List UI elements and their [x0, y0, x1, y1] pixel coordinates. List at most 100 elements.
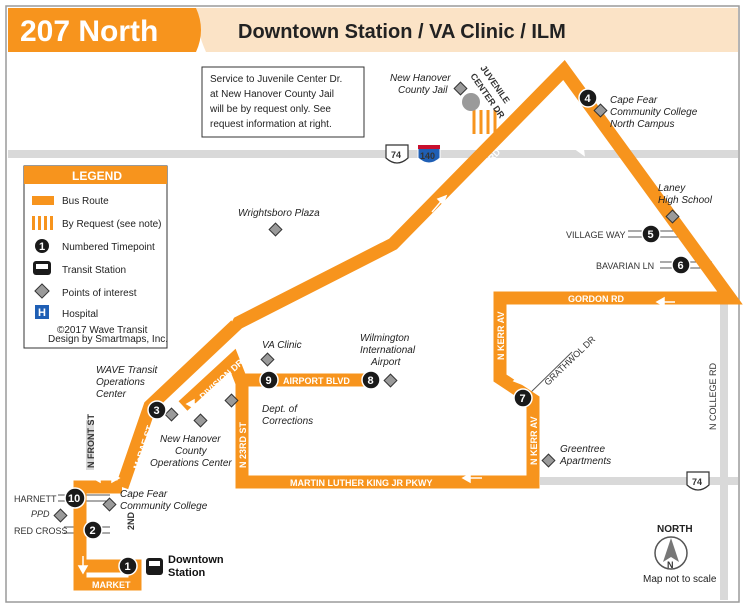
shield-us74-top: 74	[385, 144, 409, 164]
shield-i140-shape	[417, 144, 441, 164]
timepoint-10: 10	[64, 487, 86, 509]
timepoint-4-circle	[578, 88, 598, 108]
arrow-kerr-head	[512, 374, 524, 386]
place-cfcc-north-2: Community College	[610, 107, 698, 118]
legend-bus-icon-window	[36, 264, 48, 269]
poi-wrightsboro-icon	[268, 222, 283, 237]
header-route-bar	[8, 8, 201, 52]
legend-hospital-icon	[35, 305, 49, 319]
legend-title: LEGEND	[72, 169, 122, 183]
timepoint-2: 2	[83, 520, 103, 540]
place-va-clinic: VA Clinic	[262, 340, 302, 351]
compass-arrow-icon	[663, 538, 679, 562]
street-airport-blvd: AIRPORT BLVD	[283, 376, 350, 386]
street-n-kerr-av-upper: N KERR AV	[496, 311, 506, 360]
legend-title-bar	[24, 166, 167, 184]
poi-corrections-icon	[224, 393, 239, 408]
legend-copyright: ©2017 Wave Transit	[57, 325, 148, 336]
place-wave-3: Center	[96, 389, 127, 400]
place-wave-1: WAVE Transit	[96, 365, 159, 376]
timepoint-8-label: 8	[368, 375, 374, 387]
legend-item-poi: Points of interest	[62, 288, 137, 299]
timepoint-2-label: 2	[90, 525, 96, 537]
poi-greentree-icon	[541, 453, 556, 468]
compass-scale-note: Map not to scale	[643, 574, 717, 585]
timepoint-7-circle	[513, 388, 533, 408]
place-corrections-1: Dept. of	[262, 404, 298, 415]
legend-bus-icon	[33, 261, 51, 275]
timepoint-10-circle	[64, 487, 86, 509]
place-laney-2: High School	[658, 195, 713, 206]
timepoint-6: 6	[671, 255, 691, 275]
timepoint-5-label: 5	[648, 229, 654, 241]
poi-va-clinic-icon	[260, 352, 275, 367]
direction-arrows	[77, 134, 675, 575]
tick-grathwol	[524, 351, 573, 399]
timepoint-3: 3	[147, 400, 167, 420]
timepoint-1-circle	[118, 556, 138, 576]
request-note-line-4: request information at right.	[210, 119, 332, 130]
downtown-label-2: Station	[168, 567, 206, 579]
legend-swatch-route	[32, 196, 54, 205]
legend-request-bar-3	[44, 216, 47, 230]
street-market: MARKET	[92, 580, 131, 590]
route-main-loop	[115, 59, 743, 490]
poi-ppd-icon	[53, 508, 68, 523]
request-note-line-1: Service to Juvenile Center Dr.	[210, 74, 342, 85]
legend-swatch-request	[32, 216, 53, 230]
timepoint-5: 5	[641, 224, 661, 244]
legend-request-bar-4	[50, 216, 53, 230]
timepoint-9: 9	[259, 370, 279, 390]
request-segment	[472, 110, 497, 134]
arrow-downtown-head	[77, 565, 89, 575]
legend-hospital-letter: H	[38, 307, 46, 319]
compass-letter: N	[667, 560, 674, 570]
header-light-bar	[196, 8, 738, 52]
compass: NORTH N Map not to scale	[643, 524, 717, 585]
timepoint-7: 7	[513, 388, 533, 408]
legend-timepoint-icon	[35, 239, 49, 253]
timepoint-10-label: 10	[68, 493, 80, 505]
arrow-front-head-r	[111, 472, 121, 484]
request-note-line-2: at New Hanover County Jail	[210, 89, 334, 100]
timepoint-1-label: 1	[125, 561, 131, 573]
timepoint-2-circle	[83, 520, 103, 540]
shield-i140-top	[418, 145, 440, 149]
downtown-bus-icon-window	[149, 561, 160, 566]
place-cfcc-2: Community College	[120, 501, 208, 512]
street-n-front-st: N FRONT ST	[86, 414, 96, 468]
legend-request-bar-1	[32, 216, 35, 230]
timepoint-4-label: 4	[585, 93, 592, 105]
legend-item-timepoint: Numbered Timepoint	[62, 242, 155, 253]
street-n-23rd-st: N 23RD ST	[238, 421, 248, 468]
poi-laney-icon	[665, 209, 680, 224]
timepoint-6-label: 6	[678, 260, 684, 272]
timepoint-3-circle	[147, 400, 167, 420]
place-jail-2: County Jail	[398, 85, 448, 96]
timepoint-8: 8	[361, 370, 381, 390]
street-ppd: PPD	[31, 509, 50, 519]
street-mlk-pkwy: MARTIN LUTHER KING JR PKWY	[290, 478, 433, 488]
place-cfcc-1: Cape Fear	[120, 489, 168, 500]
street-n-kerr-av-lower: N KERR AV	[529, 416, 539, 465]
arrow-college-head	[575, 145, 585, 157]
legend-item-station: Transit Station	[62, 265, 126, 276]
legend-item-route: Bus Route	[62, 196, 109, 207]
request-note: Service to Juvenile Center Dr. at New Ha…	[201, 66, 365, 138]
shield-us74-top-label: 74	[391, 150, 401, 160]
request-note-line-3: will be by request only. See	[209, 104, 331, 115]
timepoint-5-circle	[641, 224, 661, 244]
arrow-division-head	[185, 398, 195, 410]
timepoint-4: 4	[578, 88, 598, 108]
legend-timepoint-number: 1	[39, 241, 45, 253]
street-village-way: VILLAGE WAY	[566, 230, 626, 240]
place-ilm-3: Airport	[370, 357, 402, 368]
place-ilm-2: International	[360, 345, 416, 356]
jail-transit-point	[462, 93, 480, 111]
shield-i140-label: 140	[420, 151, 435, 161]
poi-cfcc-north-icon	[593, 103, 608, 118]
poi-cfcc-icon	[102, 497, 117, 512]
timepoint-9-circle	[259, 370, 279, 390]
legend-poi-icon	[34, 283, 50, 299]
